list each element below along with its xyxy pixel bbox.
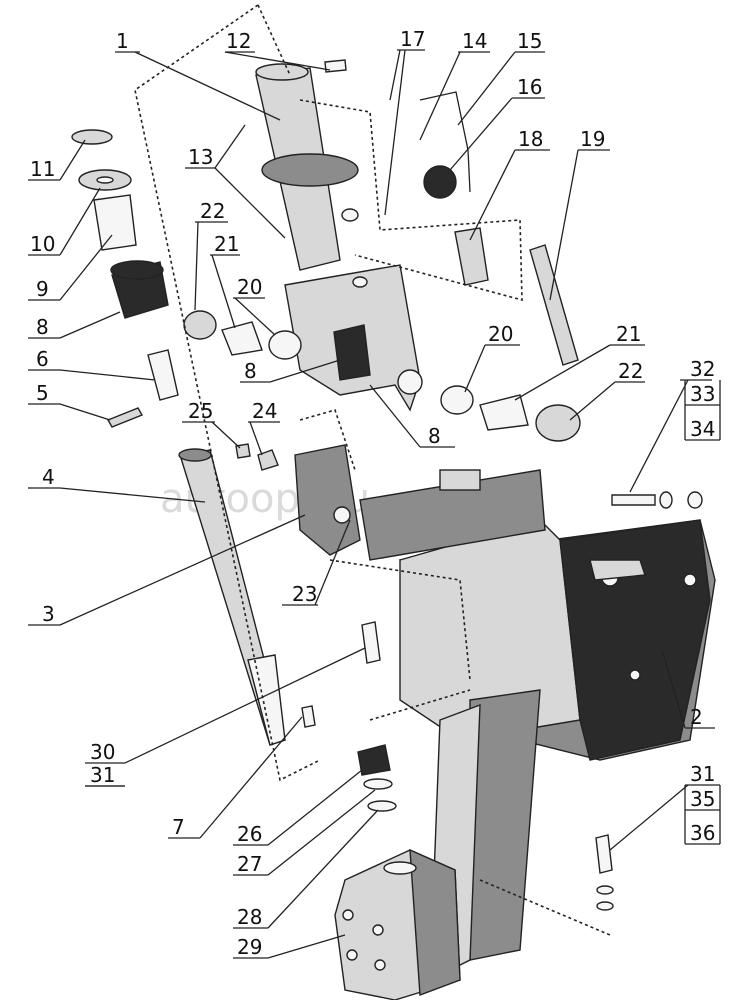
label-8-center: 8 [244,359,257,383]
sleeve-21-right [479,394,529,431]
label-22-left: 22 [200,199,225,223]
sleeve-21-left [221,321,263,356]
label-25: 25 [188,399,213,423]
label-1: 1 [116,29,129,53]
label-20-left: 20 [237,275,262,299]
label-2: 2 [690,705,703,729]
label-33: 33 [690,382,715,406]
sleeve-9 [93,194,137,251]
label-15: 15 [517,29,542,53]
pin-7 [301,705,316,728]
ring-27 [363,778,393,790]
nut-22-left [183,310,217,340]
key-5 [106,407,144,428]
label-8-left: 8 [36,315,49,339]
label-23: 23 [292,582,317,606]
label-31-left: 31 [90,763,115,787]
label-7: 7 [172,815,185,839]
bolt-32 [611,491,703,509]
mounting-bracket [359,469,716,982]
label-14: 14 [462,29,487,53]
label-12: 12 [226,29,251,53]
label-16: 16 [517,75,542,99]
washer-10 [78,169,132,191]
label-4: 4 [42,465,55,489]
label-11: 11 [30,157,55,181]
spring-18 [454,227,489,286]
pin-6 [147,349,179,401]
label-3: 3 [42,602,55,626]
label-35: 35 [690,787,715,811]
bolt-31-bottom [595,834,614,911]
ring-28 [367,800,397,812]
label-30: 30 [90,740,115,764]
label-31-right: 31 [690,762,715,786]
label-27: 27 [237,852,262,876]
lever-15 [419,91,471,193]
label-21-left: 21 [214,232,239,256]
label-29: 29 [237,935,262,959]
hydraulic-unit-29 [334,848,461,1000]
label-9: 9 [36,277,49,301]
label-13: 13 [188,145,213,169]
label-18: 18 [518,127,543,151]
label-17: 17 [400,27,425,51]
label-10: 10 [30,232,55,256]
label-20-right: 20 [488,322,513,346]
bushing-8-center [333,324,371,381]
leader-lines [28,49,721,959]
washer-20-right [440,385,474,415]
knob-16 [423,165,457,199]
coupling-26 [357,744,391,776]
bushing-8-left [110,260,169,319]
plate-11 [71,129,113,145]
plate-24 [257,449,279,471]
label-28: 28 [237,905,262,929]
washer-20-left [268,330,302,360]
label-19: 19 [580,127,605,151]
label-22-right: 22 [618,359,643,383]
cardan-joint-23 [294,444,361,556]
nut-22-right [535,404,581,442]
label-34: 34 [690,417,715,441]
label-21-right: 21 [616,322,641,346]
label-5: 5 [36,381,49,405]
rod-19 [529,244,579,366]
label-8-right: 8 [428,424,441,448]
label-32: 32 [690,357,715,381]
bolt-30 [361,621,381,664]
steering-shaft [178,448,286,746]
part-labels: 1 12 17 14 15 16 18 19 13 11 10 9 8 6 5 … [30,27,715,959]
label-6: 6 [36,347,49,371]
label-26: 26 [237,822,262,846]
label-24: 24 [252,399,277,423]
label-36: 36 [690,821,715,845]
assembly-lines [134,4,611,936]
